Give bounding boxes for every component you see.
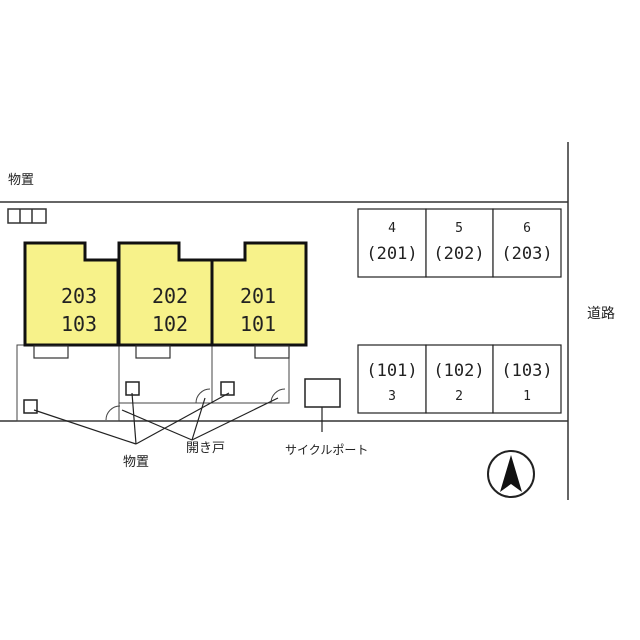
parking-space-1 [492, 344, 562, 414]
unit-201-101 [210, 241, 308, 347]
unit-3-lower: 101 [240, 312, 276, 336]
entrance-steps [33, 345, 290, 359]
road-label: 道路 [587, 306, 615, 322]
parking-space-6 [492, 208, 562, 278]
parking-top-2-room: (202) [433, 244, 484, 264]
unit-2-upper: 202 [152, 284, 188, 308]
unit-3-upper: 201 [240, 284, 276, 308]
parking-top-1-num: 4 [388, 221, 396, 236]
unit-2-lower: 102 [152, 312, 188, 336]
parking-bottom-3-num: 1 [523, 389, 531, 404]
parking-top-2-num: 5 [455, 221, 463, 236]
north-arrow-icon [487, 450, 535, 498]
storage-label-bottom: 物置 [123, 455, 149, 470]
parking-space-2 [425, 344, 494, 414]
garden-storage-boxes [23, 381, 235, 414]
parking-bottom-2-room: (102) [433, 361, 484, 381]
parking-bottom-2-num: 2 [455, 389, 463, 404]
storage-label-top: 物置 [8, 173, 34, 188]
storage-top [7, 208, 47, 224]
parking-bottom-1-room: (101) [366, 361, 417, 381]
bicycle-port [304, 378, 341, 408]
parking-bottom-3-room: (103) [501, 361, 552, 381]
parking-top-3-num: 6 [523, 221, 531, 236]
building [23, 241, 308, 347]
parking-bottom-row [357, 344, 562, 414]
parking-top-row [357, 208, 562, 278]
unit-1-lower: 103 [61, 312, 97, 336]
leader-lines [33, 392, 279, 445]
gate-label: 開き戸 [186, 441, 225, 456]
parking-space-4 [357, 208, 427, 278]
parking-top-1-room: (201) [366, 244, 417, 264]
parking-space-5 [425, 208, 494, 278]
parking-top-3-room: (203) [501, 244, 552, 264]
parking-space-3 [357, 344, 427, 414]
parking-bottom-1-num: 3 [388, 389, 396, 404]
unit-1-upper: 203 [61, 284, 97, 308]
bicycle-port-label: サイクルポート [285, 443, 368, 457]
